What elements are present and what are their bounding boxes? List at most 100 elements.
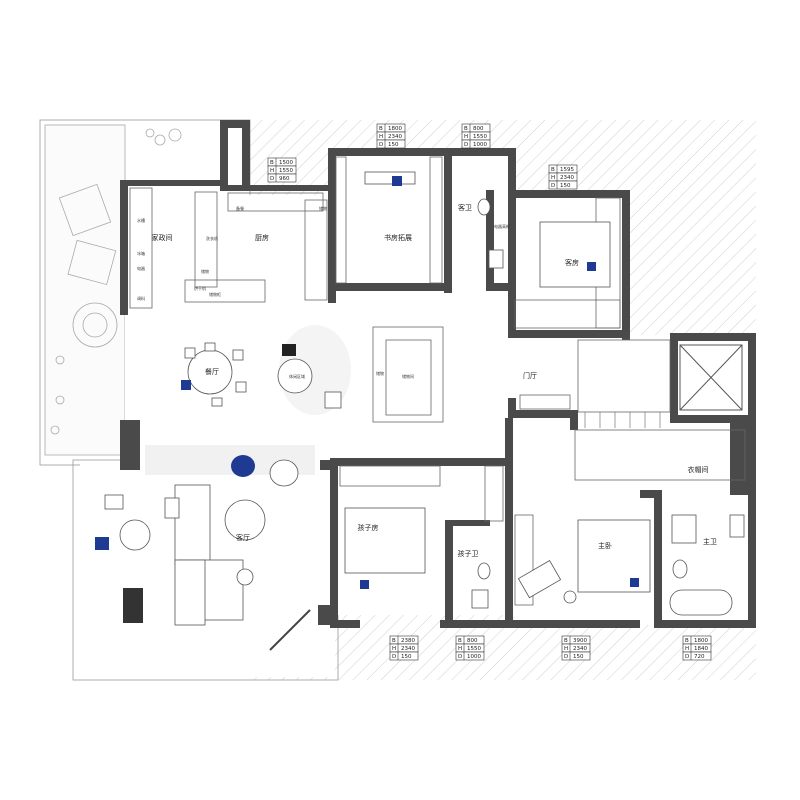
dimension-tag-value: 3900 (573, 638, 587, 644)
room-label-wardrobe: 衣帽间 (688, 465, 709, 474)
dimension-tag-value: 2340 (388, 134, 402, 140)
dimension-tag-value: 1000 (467, 654, 481, 660)
dimension-tag-value: 150 (560, 183, 571, 189)
room-label-study: 书房拓展 (384, 233, 412, 242)
dimension-tag-key: B (551, 167, 555, 173)
svg-text:电器: 电器 (137, 265, 145, 271)
dimension-tag-key: D (458, 654, 462, 660)
dimension-tag-key: D (392, 654, 396, 660)
cabinets (129, 156, 746, 606)
dimension-tag-key: H (379, 134, 383, 140)
kids-bed (344, 507, 426, 574)
svg-text:储物: 储物 (201, 268, 209, 274)
dimension-tag-value: 1550 (473, 134, 487, 140)
dimension-tag-key: H (464, 134, 468, 140)
room-label-storage: 储物间 (402, 373, 414, 379)
dimension-tag-value: 1800 (694, 638, 708, 644)
guest-bed (539, 221, 611, 288)
coffee-area (277, 325, 351, 415)
dimension-tag-key: D (379, 142, 383, 148)
cabinet-labels: 水槽 冰箱 电器 调料 备餐 储物 洗衣机 烘干机 储物柜 电器高柜 储物 储物 (137, 205, 510, 376)
room-labels: 家政间 厨房 书房拓展 客卫 客房 餐厅 休闲区域 储物间 门厅 衣帽间 客厅 … (152, 203, 718, 558)
dimension-tag-key: D (685, 654, 689, 660)
room-label-living: 客厅 (236, 533, 250, 542)
dimension-tag-value: 2340 (573, 646, 587, 652)
dimension-tag-value: 150 (388, 142, 399, 148)
dimension-tag-value: 1550 (279, 168, 293, 174)
blue-accents (360, 176, 639, 589)
study-desk (364, 171, 416, 185)
bathroom-fixtures (471, 198, 745, 616)
dimension-tag-value: 2340 (560, 175, 574, 181)
dimension-tag-key: D (551, 183, 555, 189)
lounge-chair (517, 560, 577, 604)
svg-text:烘干机: 烘干机 (194, 285, 206, 291)
dimension-tag-key: H (392, 646, 396, 652)
dimension-tag-key: D (564, 654, 568, 660)
dimension-tag-value: 1595 (560, 167, 574, 173)
room-label-family: 家政间 (152, 233, 173, 242)
dimension-tag-value: 2380 (401, 638, 415, 644)
dimension-tag-key: B (685, 638, 689, 644)
stair-steps (584, 412, 661, 428)
room-label-master-wc: 主卫 (703, 537, 717, 546)
dimension-tag-value: 800 (473, 126, 484, 132)
room-label-coffee: 休闲区域 (289, 373, 305, 379)
svg-text:水槽: 水槽 (137, 217, 145, 223)
room-label-kids: 孩子房 (358, 523, 379, 532)
dimension-tag-key: B (379, 126, 383, 132)
dimension-tag-value: 1550 (467, 646, 481, 652)
dimension-tag-key: B (270, 160, 274, 166)
room-label-entrance: 门厅 (523, 371, 537, 380)
room-label-guest-bedroom: 客房 (565, 258, 579, 267)
walls (120, 120, 756, 628)
dimension-tag-value: 720 (694, 654, 705, 660)
dimension-tag-value: 2340 (401, 646, 415, 652)
blue-chair (181, 380, 191, 390)
svg-text:洗衣机: 洗衣机 (206, 235, 218, 241)
svg-text:储物: 储物 (376, 370, 384, 376)
svg-text:备餐: 备餐 (236, 205, 244, 211)
dimension-tag-key: B (464, 126, 468, 132)
lift-shaft (679, 344, 743, 411)
room-label-guest-wc: 客卫 (458, 203, 472, 212)
dimension-tag-key: D (464, 142, 468, 148)
dimension-tag-key: B (564, 638, 568, 644)
room-label-kids-wc: 孩子卫 (458, 549, 479, 558)
master-bed (577, 519, 651, 593)
dimension-tag-value: 150 (573, 654, 584, 660)
beds (344, 171, 651, 593)
room-label-dining: 餐厅 (205, 367, 219, 376)
dimension-tag-key: H (551, 175, 555, 181)
dimension-tag-key: B (392, 638, 396, 644)
dimension-tag-value: 150 (401, 654, 412, 660)
dimension-tag-value: 800 (467, 638, 478, 644)
svg-text:储物: 储物 (319, 205, 327, 211)
svg-text:调料: 调料 (137, 295, 145, 301)
dimension-tag-value: 1000 (473, 142, 487, 148)
svg-text:储物柜: 储物柜 (209, 291, 221, 297)
living-furniture (95, 445, 315, 651)
room-label-master: 主卧 (598, 541, 612, 550)
blue-chair-living (95, 537, 109, 550)
dimension-tag-key: H (270, 168, 274, 174)
dimension-tag-value: 1840 (694, 646, 708, 652)
dimension-tag-key: D (270, 176, 274, 182)
dimension-tag-value: 960 (279, 176, 290, 182)
dimension-tag-value: 1800 (388, 126, 402, 132)
dining-set (181, 342, 247, 407)
dimension-tag-key: B (458, 638, 462, 644)
svg-text:电器高柜: 电器高柜 (494, 223, 510, 229)
dimension-tag-value: 1500 (279, 160, 293, 166)
room-label-kitchen: 厨房 (255, 233, 269, 242)
terrace-area (44, 124, 182, 456)
